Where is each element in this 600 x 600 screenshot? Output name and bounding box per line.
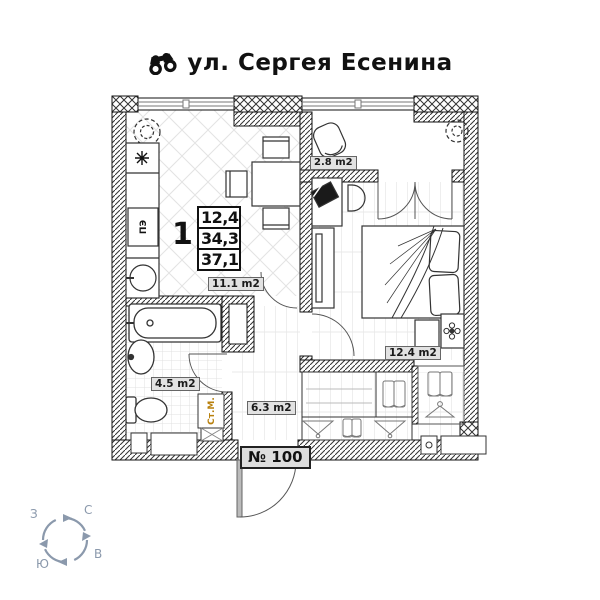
folded-clothes-icon (342, 418, 362, 438)
bedroom-closet (417, 365, 465, 425)
closet-shelves (306, 388, 372, 404)
hanger-icon (301, 420, 335, 439)
bedroom (310, 177, 465, 349)
balcony (312, 119, 469, 159)
area-label-bathroom: 4.5 m2 (151, 377, 200, 392)
closet-floor (300, 372, 464, 440)
compass-north-label: С (84, 503, 93, 517)
dining-table (225, 136, 301, 230)
wall-niche (130, 427, 224, 456)
title: ул. Сергея Есенина (0, 50, 600, 76)
fridge-icon (135, 151, 149, 165)
area-label-kitchen-living: 11.1 m2 (208, 277, 264, 292)
closet-wall (299, 359, 415, 373)
bathroom-door (188, 353, 228, 393)
area-label-bedroom: 12.4 m2 (385, 346, 441, 361)
kitchen (125, 118, 301, 299)
ventilation-pier-left (111, 95, 139, 113)
stamp-apartment-area: 34,3 (199, 229, 239, 250)
right-wall (463, 111, 479, 461)
plant-icon (445, 119, 469, 143)
table (251, 161, 301, 207)
left-wall (111, 111, 127, 461)
windows (137, 97, 415, 111)
toilet-icon (125, 396, 168, 424)
nightstand (414, 313, 465, 349)
compass-rose (39, 514, 91, 566)
stove (127, 207, 159, 247)
armchair-icon (312, 122, 347, 159)
compass-east-label: В (94, 547, 103, 561)
lamp-icon (443, 322, 461, 340)
duct-shaft (221, 295, 255, 353)
street-name: ул. Сергея Есенина (187, 50, 453, 76)
chair (262, 207, 290, 230)
compass-south-label: Ю (36, 557, 49, 571)
binoculars-icon (149, 52, 177, 75)
blanket-fold (391, 225, 444, 319)
hallway-closet (301, 365, 465, 441)
bed-icon (361, 225, 465, 319)
kitchen-sink-icon (126, 264, 157, 292)
hanger-icon (424, 401, 456, 418)
area-label-balcony: 2.8 m2 (310, 156, 357, 170)
compass: З С В Ю (18, 495, 128, 595)
area-label-hallway: 6.3 m2 (247, 401, 296, 416)
bedroom-door (311, 313, 355, 357)
entrance-door (236, 459, 297, 518)
stamp-living-area: 12,4 (199, 208, 239, 229)
apartment-number-label: № 100 (240, 446, 311, 469)
chair (262, 136, 290, 159)
desk (310, 177, 343, 227)
hanger-icon (373, 420, 407, 439)
desk-chair (347, 184, 366, 212)
stove-label: ПЭ (139, 220, 149, 235)
living-bedroom-wall (299, 181, 313, 313)
balcony-window (301, 97, 415, 111)
room-count: 1 (172, 217, 193, 252)
ventilation-pier-middle (233, 95, 303, 113)
doors (188, 181, 453, 518)
bathtub-icon (126, 303, 222, 343)
kitchen-window (137, 97, 235, 111)
interior-walls (125, 111, 465, 441)
apartment-stamp: 12,4 34,3 37,1 (197, 206, 241, 271)
bathroom-sink-icon (127, 339, 155, 375)
folded-clothes-icon (382, 380, 406, 408)
washing-machine (197, 393, 225, 429)
folded-clothes-icon (427, 371, 453, 397)
ventilation-pier-right (413, 95, 479, 113)
corridor-elements (420, 435, 487, 455)
washing-machine-label: Ст.М. (207, 397, 217, 425)
chair (225, 170, 248, 198)
compass-west-label: З (30, 507, 38, 521)
stamp-total-area: 37,1 (201, 250, 239, 269)
pillow (428, 229, 461, 274)
bathroom (125, 303, 225, 456)
balcony-door (377, 181, 453, 220)
wardrobe (311, 227, 335, 309)
